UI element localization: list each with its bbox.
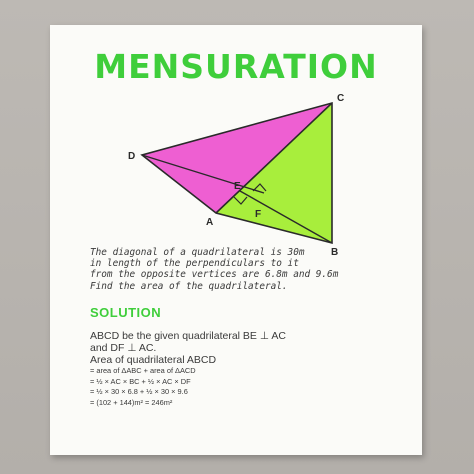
solution-heading: SOLUTION bbox=[90, 305, 162, 320]
point-label-e: E bbox=[234, 181, 241, 192]
problem-line: Find the area of the quadrilateral. bbox=[90, 280, 288, 292]
problem-statement: The diagonal of a quadrilateral is 30m i… bbox=[90, 247, 390, 292]
perpendicular-be bbox=[239, 190, 333, 244]
solution-line: Area of quadrilateral ABCD bbox=[90, 354, 217, 366]
vertex-label-c: C bbox=[337, 93, 344, 104]
solution-steps: ABCD be the given quadrilateral BE ⊥ AC … bbox=[90, 330, 400, 408]
solution-line: = ½ × 30 × 6.8 + ½ × 30 × 9.6 bbox=[90, 387, 188, 396]
vertex-label-d: D bbox=[128, 151, 135, 162]
page-title: MENSURATION bbox=[94, 47, 378, 86]
problem-line: in length of the perpendiculars to it bbox=[90, 258, 299, 270]
diagonal-ac bbox=[215, 102, 333, 214]
solution-line: = ½ × AC × BC + ½ × AC × DF bbox=[90, 376, 191, 386]
right-angle-mark-f bbox=[252, 183, 267, 192]
solution-line: = area of ΔABC + area of ΔACD bbox=[90, 366, 196, 375]
triangle-abc-green bbox=[216, 103, 332, 243]
quadrilateral-figure: D C A B E F bbox=[128, 93, 344, 255]
right-angle-mark-e bbox=[233, 196, 248, 205]
solution-line: = (102 + 144)m² = 246m² bbox=[90, 397, 173, 407]
poster-sheet: MENSURATION D C A B E F The diagonal of … bbox=[50, 25, 422, 455]
vertex-label-b: B bbox=[331, 247, 338, 255]
solution-line: and DF ⊥ AC. bbox=[90, 342, 157, 354]
perpendicular-df bbox=[141, 154, 265, 194]
vertex-label-a: A bbox=[206, 217, 213, 228]
point-label-f: F bbox=[255, 209, 261, 220]
triangle-acd-pink bbox=[142, 103, 332, 213]
solution-line: ABCD be the given quadrilateral BE ⊥ AC bbox=[90, 330, 286, 342]
problem-line: The diagonal of a quadrilateral is 30m bbox=[90, 247, 305, 258]
problem-line: from the opposite vertices are 6.8m and … bbox=[90, 269, 339, 281]
